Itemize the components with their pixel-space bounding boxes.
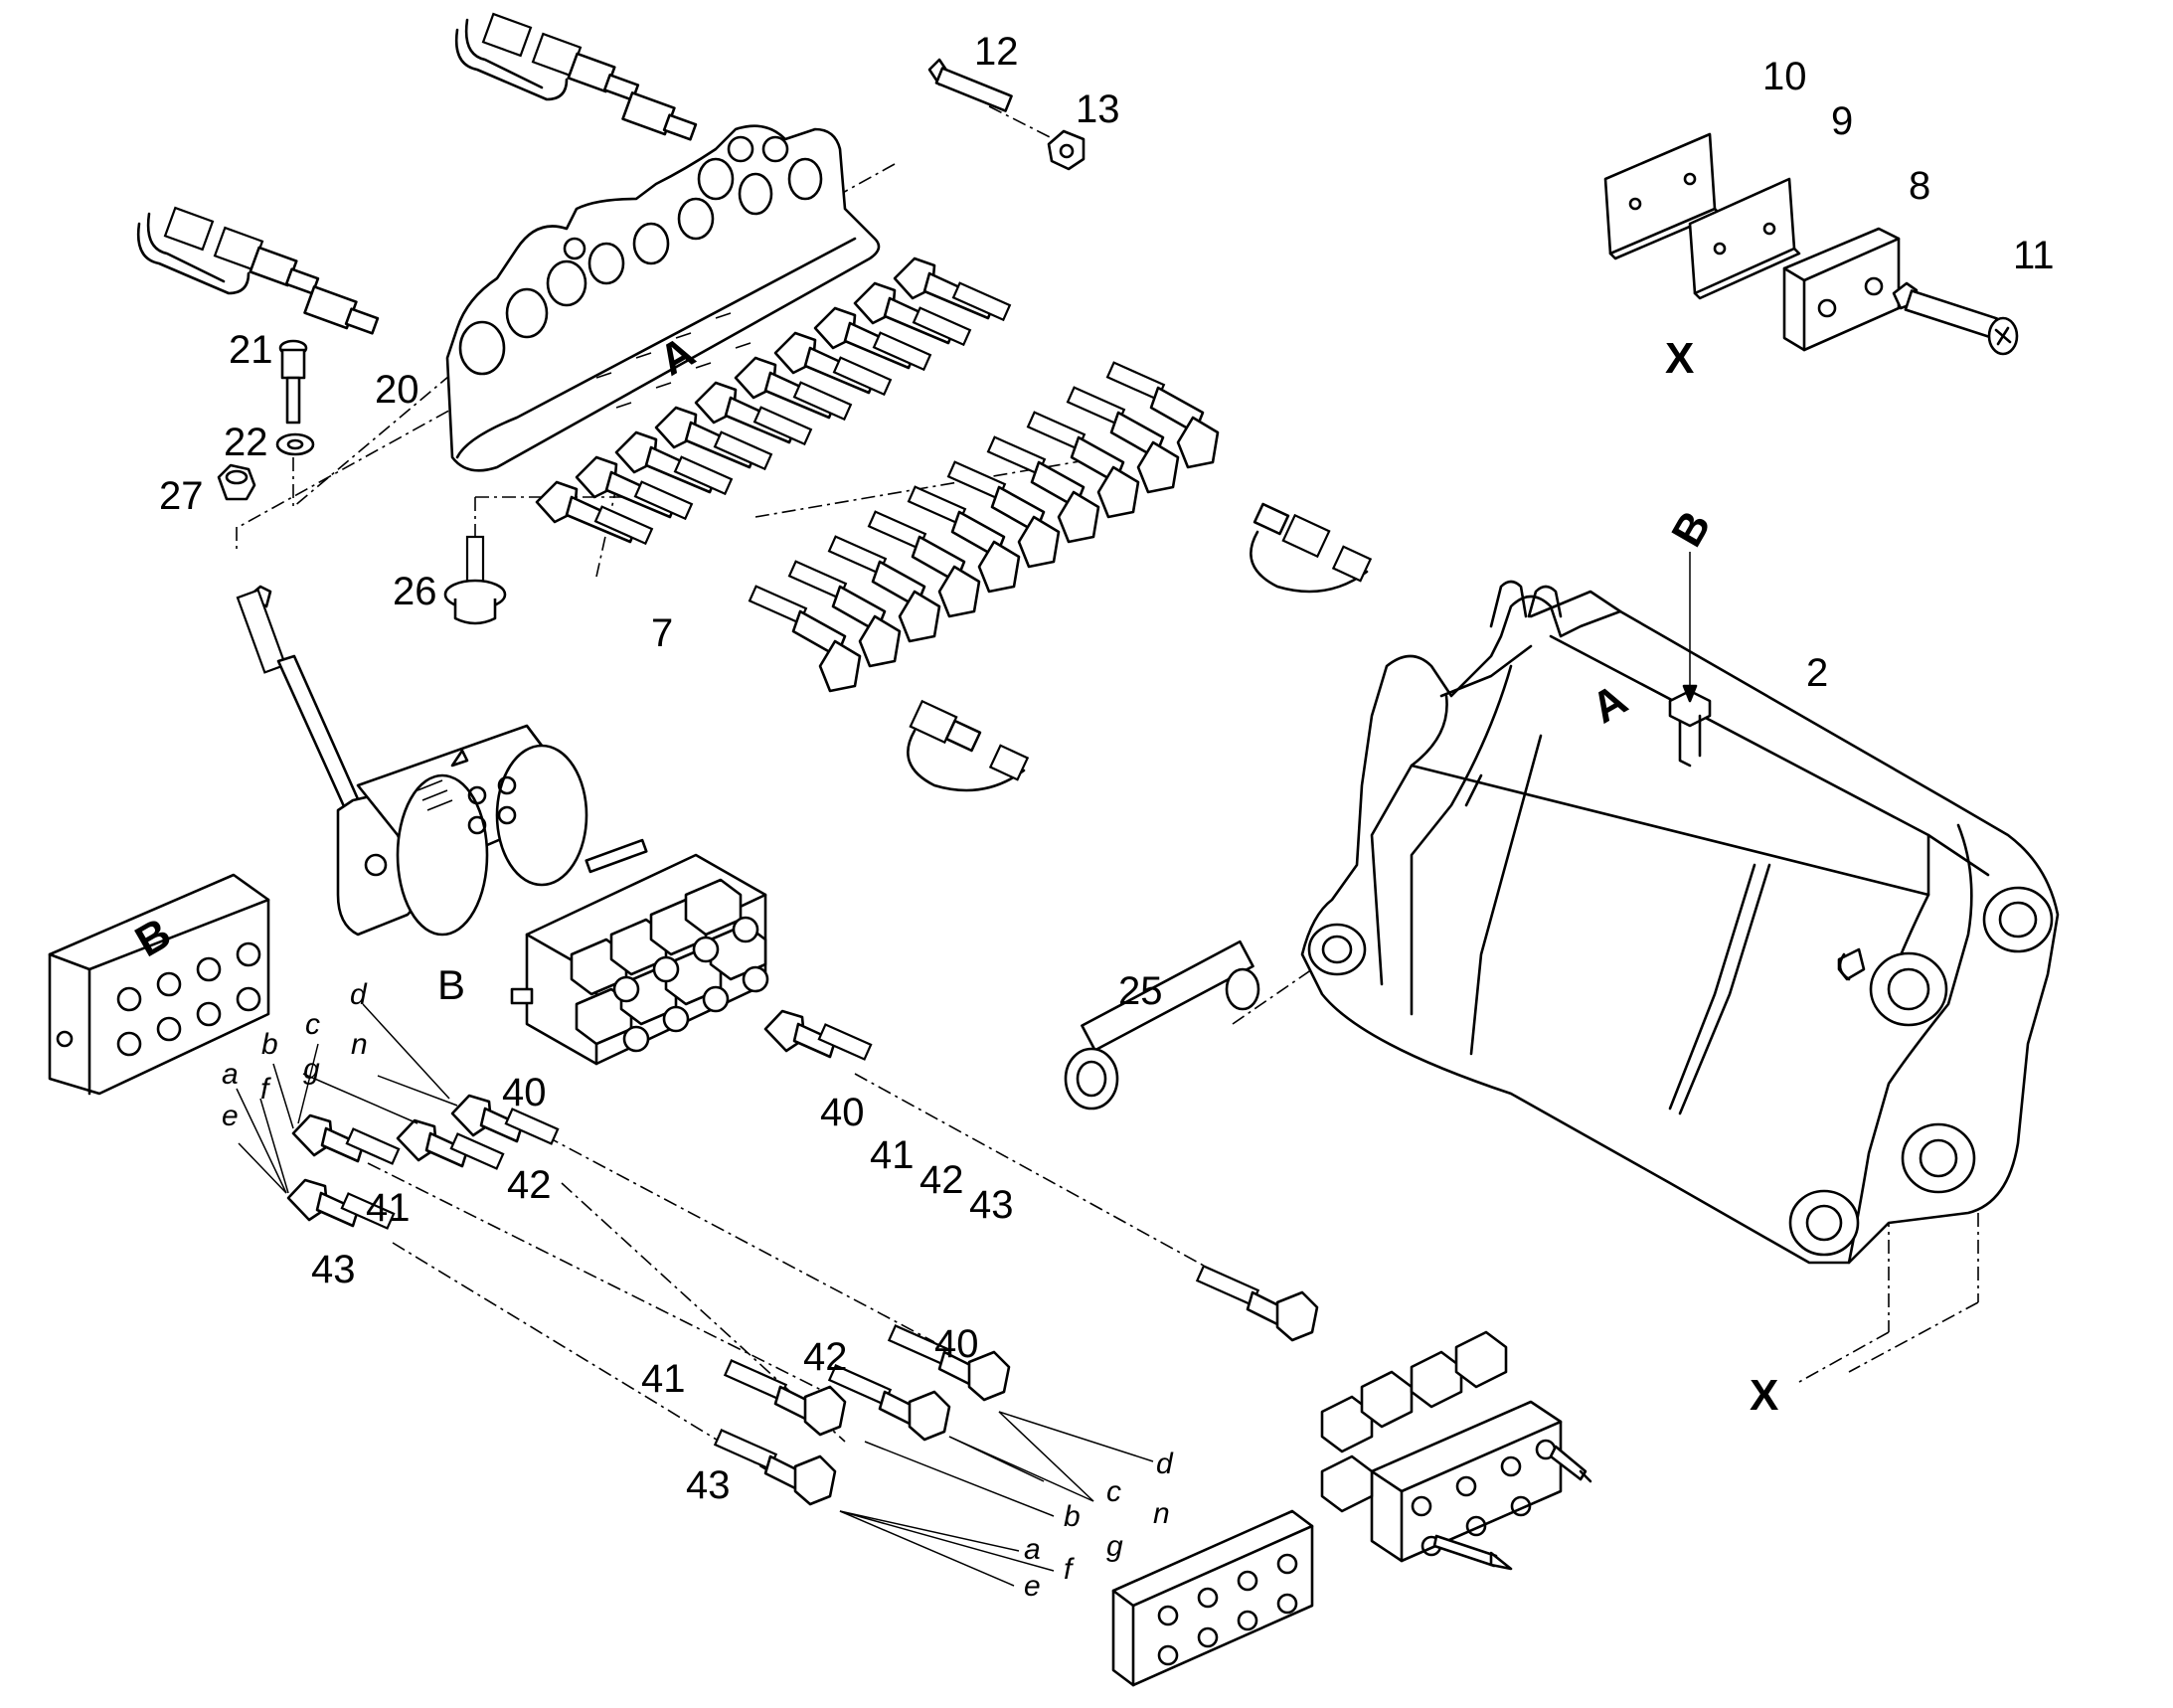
- port-letter: f: [1064, 1553, 1075, 1586]
- callout-41-middle: 41: [870, 1133, 915, 1177]
- port-letter: n: [351, 1028, 368, 1061]
- hose-set-part-7: [535, 256, 1220, 693]
- hose-1: [535, 480, 862, 693]
- callout-25: 25: [1118, 969, 1163, 1013]
- port-letter: c: [1106, 1475, 1121, 1508]
- callout-9: 9: [1831, 99, 1853, 143]
- callout-26: 26: [393, 570, 437, 613]
- port-letter: b: [261, 1028, 278, 1061]
- fitting-40-middle: [763, 1009, 873, 1061]
- nut-part-27: [217, 463, 256, 501]
- fitting-42-lower: [827, 1364, 951, 1442]
- fittings-cluster: [570, 878, 769, 1053]
- port-letter: f: [260, 1073, 271, 1106]
- fitting-40-upper: [450, 1094, 560, 1145]
- hose-10: [893, 256, 1220, 469]
- callout-20: 20: [375, 368, 419, 412]
- callout-12: 12: [974, 30, 1019, 74]
- fitting-43-upper: [286, 1178, 396, 1230]
- port-letter: g: [303, 1053, 320, 1086]
- detail-marker-x: X: [1665, 334, 1694, 383]
- port-letter: e: [1024, 1570, 1041, 1603]
- port-letter: a: [222, 1058, 239, 1091]
- hose-3: [614, 430, 941, 643]
- port-letter: g: [1106, 1530, 1123, 1563]
- hose-9: [853, 281, 1180, 494]
- quick-coupling-left: [136, 206, 380, 335]
- port-letter: d: [1156, 1448, 1174, 1480]
- callout-40-lower: 40: [934, 1322, 979, 1366]
- callout-42-upper: 42: [507, 1163, 552, 1207]
- port-letters-left: d n c g b f a e: [222, 978, 368, 1132]
- fitting-41-upper: [291, 1113, 401, 1165]
- callout-40-middle: 40: [820, 1091, 865, 1134]
- valve-marker-b: B: [437, 961, 465, 1008]
- callout-43-upper: 43: [311, 1248, 356, 1291]
- callout-43-middle: 43: [969, 1183, 1014, 1227]
- callout-42-lower: 42: [803, 1335, 848, 1379]
- hose-6: [734, 356, 1061, 569]
- port-letter: n: [1153, 1497, 1170, 1530]
- port-leader-lines: [236, 1003, 1154, 1587]
- fitting-40-lower: [887, 1324, 1011, 1402]
- port-letter: a: [1024, 1533, 1041, 1566]
- manifold-block-right: [1320, 1330, 1592, 1571]
- fitting-long-right: [1195, 1265, 1319, 1342]
- coupling-loop-right: [1250, 502, 1373, 594]
- callout-27: 27: [159, 474, 204, 518]
- valve-block-b-center: B: [437, 838, 769, 1066]
- detail-x-shims: [1603, 132, 2019, 356]
- control-valve-with-lever: [236, 585, 588, 937]
- bolt-part-21: [278, 339, 308, 425]
- callout-2: 2: [1806, 651, 1828, 695]
- hose-4: [654, 406, 981, 618]
- callout-41-upper: 41: [366, 1186, 411, 1230]
- callout-11: 11: [2013, 234, 2055, 277]
- callout-8: 8: [1909, 164, 1930, 208]
- coupling-loop-middle: [907, 699, 1030, 792]
- detail-marker-x-bottom: X: [1750, 1371, 1778, 1420]
- hose-5: [694, 381, 1021, 594]
- callout-numbers: 12 13 10 9 8 11 X 21 20 22 27 26 7 2 25 …: [159, 30, 2055, 1507]
- port-letter: c: [305, 1008, 320, 1041]
- hose-7: [773, 331, 1100, 544]
- quick-coupler-frame-part-2: A B: [1300, 503, 2060, 1265]
- washer-part-22: [275, 432, 315, 456]
- nut-part-13: [1047, 129, 1086, 171]
- pin-part-25: [1064, 939, 1260, 1110]
- fitting-part-26: [443, 535, 507, 625]
- callout-10: 10: [1762, 55, 1807, 98]
- callout-43-lower: 43: [686, 1463, 731, 1507]
- distribution-block-b: B: [48, 873, 270, 1096]
- quick-coupling-top: [454, 12, 698, 141]
- mounting-plate: A: [445, 124, 881, 472]
- callout-13: 13: [1076, 87, 1120, 131]
- fitting-42-upper: [396, 1118, 505, 1170]
- port-letter: b: [1064, 1500, 1081, 1533]
- port-letter: e: [222, 1100, 239, 1132]
- hose-2: [575, 455, 902, 668]
- callout-42-middle: 42: [919, 1158, 964, 1202]
- port-letters-right: d c n b g a f e: [1024, 1448, 1174, 1603]
- adapter-fittings: [286, 1009, 1319, 1506]
- callout-21: 21: [229, 328, 273, 372]
- callout-7: 7: [651, 611, 673, 655]
- callout-41-lower: 41: [641, 1357, 686, 1401]
- callout-22: 22: [224, 421, 268, 464]
- callout-40-upper: 40: [502, 1071, 547, 1114]
- fitting-43-lower: [713, 1429, 837, 1506]
- bolt-part-12: [927, 58, 1013, 112]
- hose-8: [813, 306, 1140, 519]
- cover-block-bottom: [1111, 1509, 1314, 1687]
- fitting-41-lower: [723, 1359, 847, 1437]
- port-letter: d: [350, 978, 368, 1011]
- view-marker-b: B: [1662, 503, 1720, 555]
